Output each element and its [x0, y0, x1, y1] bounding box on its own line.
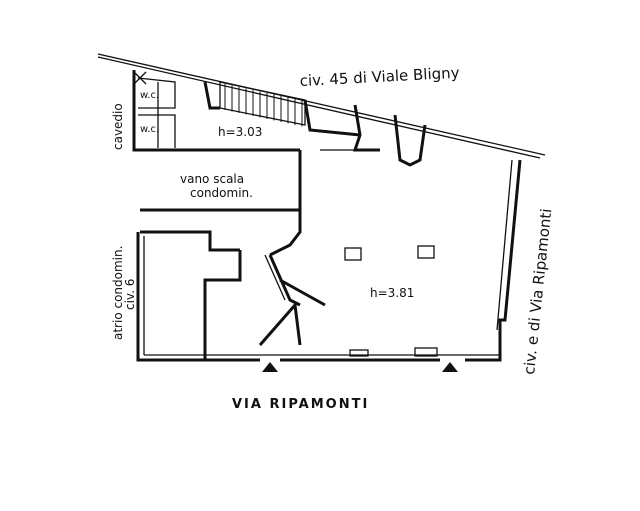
- east-wall: [465, 159, 522, 362]
- partition-diag-1: [268, 254, 301, 307]
- stair-side-wall: [303, 99, 361, 137]
- label-west-building-2: civ. 6: [123, 279, 137, 310]
- wc-lower-room: [138, 114, 176, 148]
- window-south: [414, 347, 438, 357]
- hall-north-wall-mid: [269, 210, 302, 257]
- label-stair-1: vano scala: [180, 172, 244, 186]
- hall-north-wall-left: [140, 230, 240, 252]
- stair-outline: [219, 81, 306, 126]
- inner-partitions: [203, 250, 326, 360]
- partition-diag-2: [279, 278, 326, 307]
- label-wc-lower: w.c.: [140, 124, 159, 135]
- north-east-rooms: [320, 104, 427, 167]
- ne-room-2: [393, 114, 427, 167]
- wc-upper-room: [137, 77, 176, 109]
- label-height-main: h=3.81: [370, 286, 414, 300]
- label-wc-upper: w.c.: [140, 90, 159, 101]
- partition-west: [203, 250, 242, 360]
- label-north-street: civ. 45 di Viale Bligny: [299, 64, 460, 90]
- west-lower-wall: [136, 232, 260, 362]
- label-east-street: civ. e di Via Ripamonti: [520, 208, 555, 376]
- stair-block: [203, 81, 361, 137]
- partition-diag-3: [258, 301, 302, 346]
- entrance-marker-west: [262, 362, 278, 372]
- label-cavedio: cavedio: [111, 103, 125, 150]
- label-stair-2: condomin.: [190, 186, 253, 200]
- label-west-building-1: atrio condomin.: [111, 246, 125, 340]
- north-boundary-line-inner: [97, 56, 541, 159]
- label-south-street: VIA RIPAMONTI: [232, 397, 369, 412]
- entrances: [262, 362, 458, 372]
- pillar-2: [417, 245, 435, 259]
- wc-rooms: [133, 71, 176, 148]
- partition-diag-4: [264, 254, 286, 301]
- stair-left-wall: [203, 81, 220, 110]
- window-south-2: [349, 349, 369, 357]
- north-boundary-line: [97, 53, 546, 156]
- pillar-1: [344, 247, 362, 261]
- west-upper-wall: [132, 70, 300, 152]
- label-height-small: h=3.03: [218, 125, 262, 139]
- pillars: [344, 245, 438, 357]
- ne-room-1: [352, 104, 380, 152]
- entrance-marker-east: [442, 362, 458, 372]
- outer-walls: [97, 53, 546, 362]
- cavedio-cross-b: [133, 71, 147, 85]
- east-inner-line: [496, 159, 513, 331]
